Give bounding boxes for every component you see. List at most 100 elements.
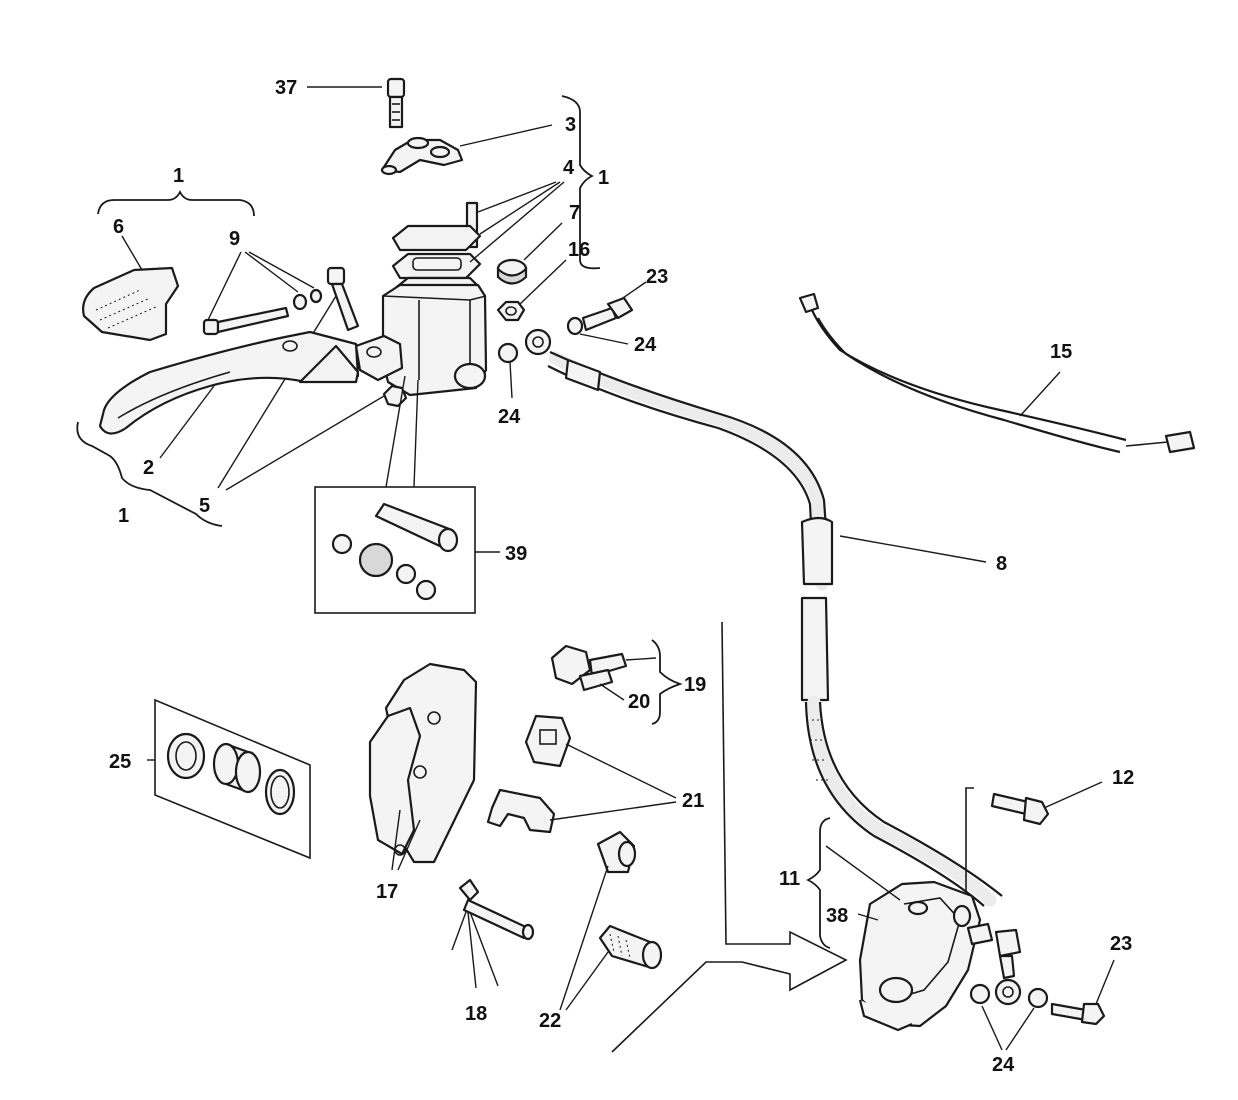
- leader-17b: [397, 819, 421, 871]
- callout-6: 6: [113, 216, 124, 238]
- brake-lever-2: [98, 330, 360, 435]
- callout-5: 5: [199, 495, 210, 517]
- callout-17: 17: [376, 881, 398, 903]
- screw-9: [202, 288, 323, 336]
- brake-pads-17: [368, 662, 478, 864]
- bolt-23-bottom: [1050, 1002, 1106, 1026]
- leader-4a: [477, 181, 557, 213]
- leader-24-bottom-b: [1005, 1007, 1035, 1051]
- leader-6: [121, 235, 143, 271]
- bracket-1-top-left: [97, 189, 255, 217]
- callout-21: 21: [682, 790, 704, 812]
- callout-24-b: 24: [498, 406, 521, 428]
- callout-15: 15: [1050, 341, 1072, 363]
- leader-7: [523, 222, 563, 261]
- caliper-seal-kit-parts: [166, 732, 296, 816]
- leader-4c: [469, 181, 565, 263]
- lever-guard-6: [82, 266, 180, 342]
- bolt-23-top: [566, 296, 634, 336]
- leader-39-up-a: [385, 375, 406, 488]
- clip-21-b: [486, 788, 556, 834]
- leader-2: [159, 385, 215, 459]
- pad-pin-18: [458, 878, 535, 941]
- callout-24-bottom: 24: [992, 1054, 1015, 1076]
- callout-23-top: 23: [646, 266, 668, 288]
- callout-1-bottom: 1: [118, 505, 129, 527]
- leader-5b: [225, 395, 385, 491]
- assembly-arrow: [611, 621, 848, 1053]
- callout-11: 11: [779, 868, 800, 890]
- callout-9: 9: [229, 228, 240, 250]
- leader-15: [1019, 371, 1061, 417]
- callout-4: 4: [563, 157, 575, 179]
- leader-21b: [549, 801, 677, 821]
- callout-8: 8: [996, 553, 1007, 575]
- callout-12: 12: [1112, 767, 1134, 789]
- brake-caliper-38: [858, 880, 994, 1032]
- washer-24-bottom-b: [1027, 987, 1049, 1009]
- callout-1-left: 1: [173, 165, 184, 187]
- callout-19: 19: [684, 674, 706, 696]
- leader-23-bottom: [1095, 959, 1115, 1005]
- bleed-fitting-19: [550, 644, 628, 692]
- nut-16: [496, 300, 526, 322]
- bracket-1-bottom: [76, 421, 223, 527]
- leader-9b: [244, 251, 299, 293]
- callout-7: 7: [569, 202, 580, 224]
- leader-16: [519, 259, 567, 305]
- slide-pin-22-b: [598, 924, 663, 970]
- callout-20: 20: [628, 691, 650, 713]
- washer-24-top-a: [497, 342, 519, 364]
- leader-9a: [207, 251, 242, 321]
- leader-12-down: [965, 787, 974, 898]
- piston-kit-box-39: [314, 486, 476, 614]
- callout-23-bottom: 23: [1110, 933, 1132, 955]
- bolt-12: [990, 792, 1050, 826]
- slide-pin-22-a: [596, 830, 637, 874]
- leader-20: [599, 683, 625, 701]
- brake-switch-wire-15: [798, 292, 1196, 454]
- callout-18: 18: [465, 1003, 487, 1025]
- leader-22a: [559, 865, 609, 1011]
- leader-22b: [565, 951, 609, 1011]
- washer-24-bottom-a: [969, 983, 991, 1005]
- leader-18a: [467, 911, 477, 989]
- leader-24-a: [579, 333, 629, 345]
- callout-22: 22: [539, 1010, 561, 1032]
- brake-hose-8: [547, 350, 1003, 907]
- leader-18b: [469, 911, 499, 987]
- callout-3: 3: [565, 114, 576, 136]
- callout-24-a: 24: [634, 334, 657, 356]
- clamp-3: [380, 136, 464, 176]
- clip-21-a: [524, 714, 572, 768]
- callout-39: 39: [505, 543, 527, 565]
- leader-19: [625, 657, 657, 661]
- leader-9c: [248, 251, 315, 289]
- callout-16: 16: [568, 239, 590, 261]
- bolt-37: [386, 77, 406, 129]
- leader-23-top: [619, 281, 647, 301]
- pivot-bolt-5: [326, 266, 360, 332]
- callout-2: 2: [143, 457, 154, 479]
- leader-12: [1043, 781, 1103, 809]
- leader-8: [839, 535, 987, 563]
- master-cylinder: [354, 283, 488, 397]
- leader-17a: [391, 809, 401, 871]
- bracket-1-top: [561, 95, 601, 270]
- callout-1-top: 1: [598, 167, 609, 189]
- callout-37: 37: [275, 77, 297, 99]
- leader-38: [857, 913, 879, 921]
- leader-24-b: [509, 361, 513, 399]
- bracket-19: [651, 639, 683, 725]
- leader-21a: [565, 743, 677, 799]
- piston-kit-parts: [331, 502, 459, 601]
- bracket-11: [805, 817, 831, 949]
- callout-38: 38: [826, 905, 848, 927]
- leader-4b: [479, 181, 561, 235]
- caliper-seal-kit-box-25: [154, 698, 311, 860]
- washer-7: [496, 258, 528, 285]
- leader-18c: [451, 911, 467, 951]
- leader-11: [825, 845, 901, 901]
- leader-5a: [217, 295, 337, 489]
